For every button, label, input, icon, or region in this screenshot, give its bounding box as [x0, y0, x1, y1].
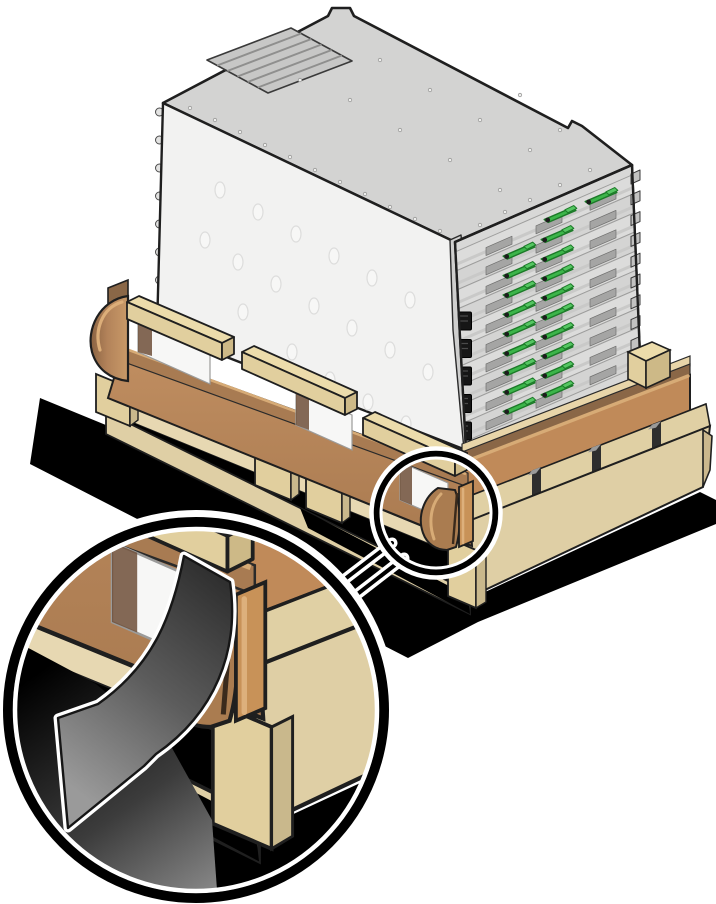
fold-down-arrow-icon: [53, 551, 237, 833]
small-callout-circle: [369, 446, 503, 580]
